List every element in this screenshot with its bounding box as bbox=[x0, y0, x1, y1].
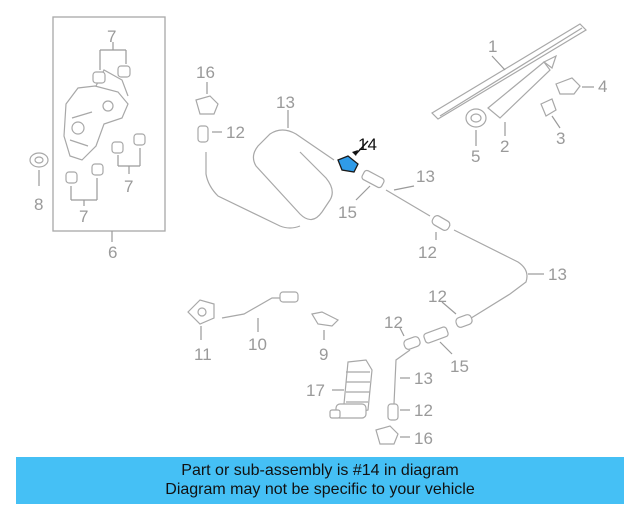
connector-mid bbox=[431, 215, 451, 231]
hose-cap-upper bbox=[195, 82, 219, 115]
banner-line-1: Part or sub-assembly is #14 in diagram bbox=[181, 462, 459, 479]
callout-12-lower-a: 12 bbox=[384, 313, 403, 332]
hose-left bbox=[205, 152, 301, 229]
hose-right bbox=[385, 189, 431, 217]
connector-lower-a bbox=[403, 336, 421, 350]
hose-upper-loop bbox=[252, 129, 335, 221]
callout-3: 3 bbox=[556, 129, 565, 148]
callout-13-top: 13 bbox=[276, 93, 295, 112]
connector-right bbox=[455, 314, 473, 328]
callout-16-bottom: 16 bbox=[414, 429, 433, 448]
callout-15-lower: 15 bbox=[450, 357, 469, 376]
callout-7-bottom: 7 bbox=[79, 207, 88, 226]
check-valve-lower bbox=[423, 326, 453, 355]
wiper-arm-part bbox=[487, 54, 558, 136]
bushing-group-top bbox=[92, 42, 131, 84]
callout-13-right: 13 bbox=[416, 167, 435, 186]
wiper-motor-part bbox=[63, 69, 129, 161]
callout-8: 8 bbox=[34, 195, 43, 214]
hose-long bbox=[453, 229, 528, 321]
callout-13-long: 13 bbox=[548, 265, 567, 284]
connector-lower-b bbox=[387, 403, 399, 421]
cap-part bbox=[540, 98, 561, 129]
check-valve-upper bbox=[355, 169, 385, 201]
connector-left bbox=[197, 125, 209, 143]
callout-4: 4 bbox=[598, 77, 607, 96]
bushing-group-bottom bbox=[65, 163, 104, 206]
callout-7-top: 7 bbox=[107, 27, 116, 46]
bushing-group-right bbox=[111, 133, 146, 174]
callout-11: 11 bbox=[194, 345, 212, 364]
washer-rod-part bbox=[221, 291, 299, 332]
grommet-part bbox=[29, 152, 49, 186]
callout-14-highlighted: 14 bbox=[358, 135, 377, 154]
callout-12-mid: 12 bbox=[418, 243, 437, 262]
clip-part bbox=[555, 77, 594, 95]
callout-6: 6 bbox=[108, 243, 117, 262]
callout-10: 10 bbox=[248, 335, 267, 354]
callout-12-right: 12 bbox=[428, 287, 447, 306]
wiper-blade-part bbox=[431, 23, 587, 120]
callout-16-top: 16 bbox=[196, 63, 215, 82]
banner-line-2: Diagram may not be specific to your vehi… bbox=[165, 481, 475, 498]
washer-nozzle-part-highlighted[interactable] bbox=[337, 140, 369, 173]
callout-15-upper: 15 bbox=[338, 203, 357, 222]
callout-13-lower: 13 bbox=[414, 369, 433, 388]
bracket-part bbox=[187, 299, 215, 340]
seal-pad-part bbox=[311, 311, 340, 340]
motor-assembly-box bbox=[52, 16, 166, 232]
callout-2: 2 bbox=[500, 137, 509, 156]
callout-9: 9 bbox=[319, 345, 328, 364]
hose-cap-lower bbox=[375, 425, 410, 445]
callout-7-right: 7 bbox=[124, 177, 133, 196]
hose-lower bbox=[393, 349, 411, 405]
callout-12-left: 12 bbox=[226, 123, 245, 142]
pivot-nut-part bbox=[465, 108, 487, 146]
info-banner: Part or sub-assembly is #14 in diagram D… bbox=[16, 457, 624, 504]
callout-17: 17 bbox=[306, 381, 325, 400]
callout-5: 5 bbox=[471, 147, 480, 166]
callout-12-lower-b: 12 bbox=[414, 401, 433, 420]
washer-pump-part bbox=[329, 359, 373, 419]
callout-1: 1 bbox=[488, 37, 497, 56]
